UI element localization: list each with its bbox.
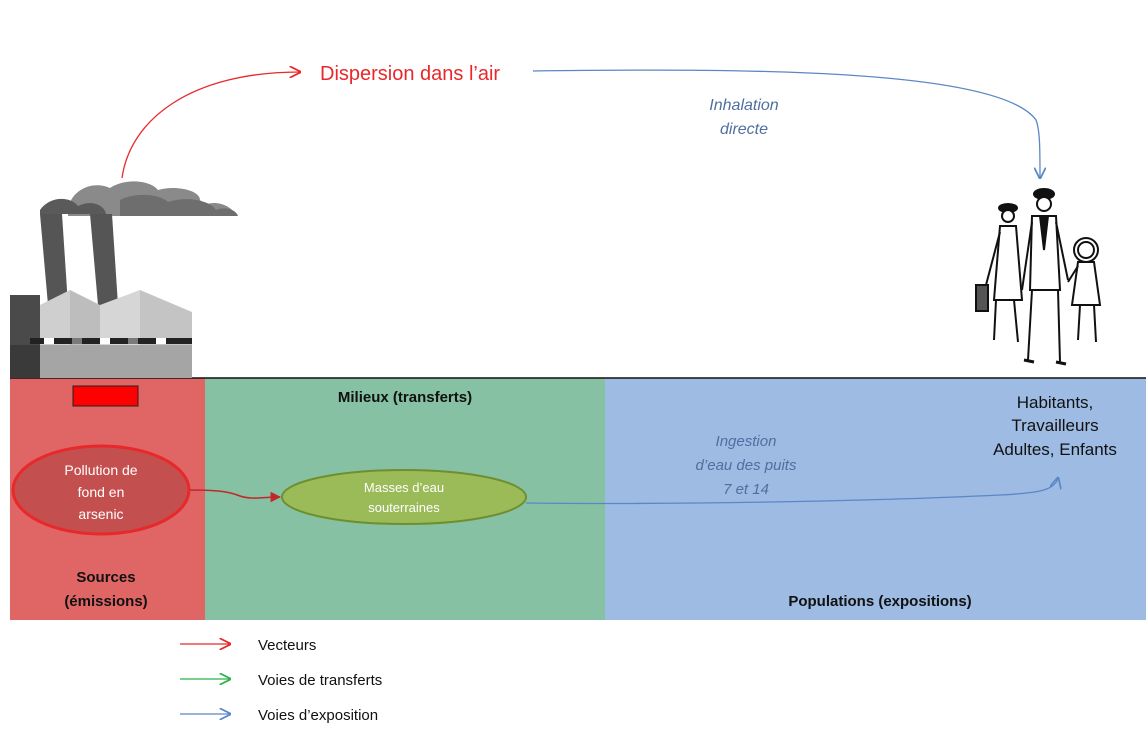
legend: Vecteurs Voies de transferts Voies d’exp… xyxy=(180,637,382,724)
pollution-ellipse xyxy=(11,444,191,536)
factory-icon xyxy=(10,181,238,378)
pollution-label-line1: Pollution de xyxy=(64,462,137,478)
transfer-arrow xyxy=(189,489,282,503)
dispersion-arrow xyxy=(121,72,300,179)
milieux-title: Milieux (transferts) xyxy=(338,389,472,406)
ingestion-label-line1: Ingestion xyxy=(716,433,777,450)
inhalation-label-line2: directe xyxy=(720,121,768,138)
legend-exposition-label: Voies d’exposition xyxy=(258,707,378,724)
people-label-line1: Habitants, xyxy=(1017,393,1094,412)
red-marker-box xyxy=(72,385,139,407)
legend-transferts-label: Voies de transferts xyxy=(258,672,382,689)
family-icon xyxy=(975,188,1102,366)
sources-title-line1: Sources xyxy=(76,569,135,586)
pollution-label-line3: arsenic xyxy=(78,506,123,522)
ingestion-label-line3: 7 et 14 xyxy=(723,481,769,498)
inhalation-label-line1: Inhalation xyxy=(709,97,778,114)
groundwater-label-line2: souterraines xyxy=(368,500,440,515)
populations-panel xyxy=(605,378,1146,620)
ingestion-label-line2: d’eau des puits xyxy=(696,457,797,474)
ingestion-arrow xyxy=(525,478,1058,505)
groundwater-ellipse xyxy=(281,469,527,525)
people-label-line3: Adultes, Enfants xyxy=(993,440,1117,459)
sources-title-line2: (émissions) xyxy=(64,593,147,610)
pollution-label-line2: fond en xyxy=(78,484,125,500)
people-label-line2: Travailleurs xyxy=(1011,416,1098,435)
inhalation-arrow xyxy=(532,69,1040,178)
populations-title: Populations (expositions) xyxy=(788,593,971,610)
legend-vecteurs-label: Vecteurs xyxy=(258,637,316,654)
groundwater-label-line1: Masses d’eau xyxy=(364,480,444,495)
dispersion-label: Dispersion dans l’air xyxy=(320,63,500,85)
